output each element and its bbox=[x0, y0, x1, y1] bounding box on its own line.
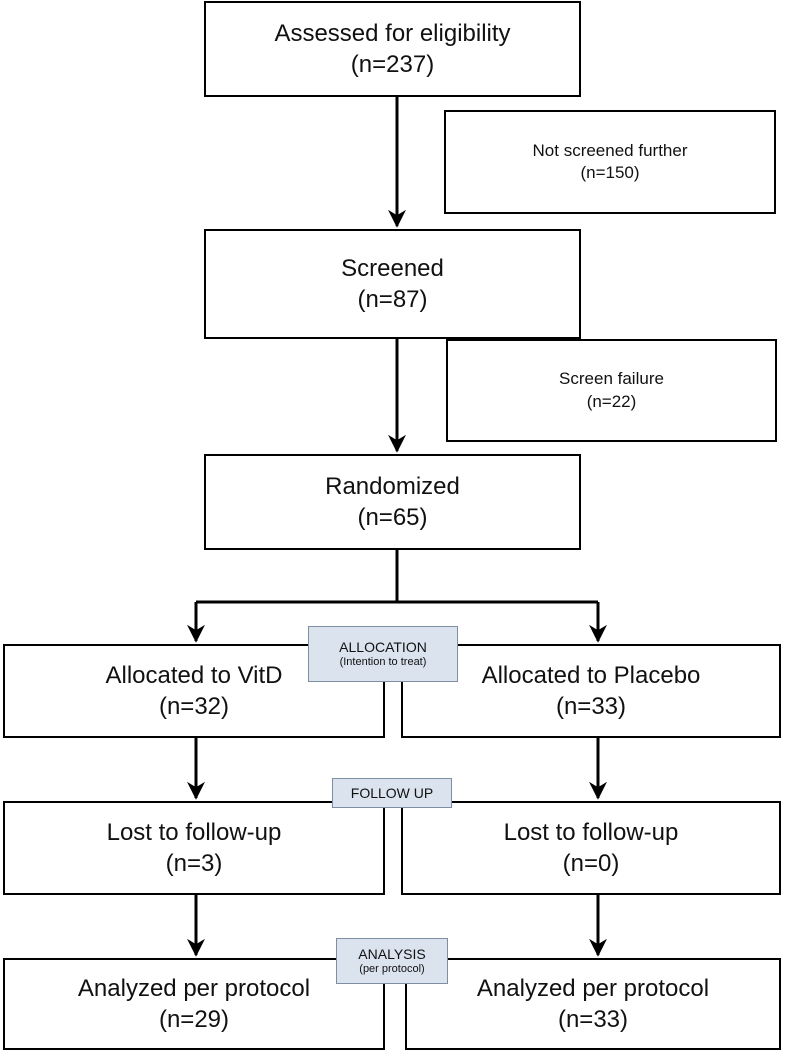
box-lost-follow-up-placebo: Lost to follow-up (n=0) bbox=[401, 801, 781, 895]
box-line-2: (n=87) bbox=[357, 286, 428, 313]
stage-label-sub: (per protocol) bbox=[359, 962, 425, 975]
box-line-1: Allocated to VitD bbox=[105, 661, 283, 689]
box-line-1: Randomized bbox=[325, 472, 460, 500]
box-line-1: Analyzed per protocol bbox=[77, 974, 311, 1002]
box-line-1: Allocated to Placebo bbox=[481, 661, 701, 689]
box-randomized: Randomized (n=65) bbox=[204, 454, 581, 550]
box-assessed-for-eligibility: Assessed for eligibility (n=237) bbox=[204, 1, 581, 97]
stage-label-main: ALLOCATION bbox=[339, 639, 427, 655]
box-line-2: (n=33) bbox=[557, 1006, 629, 1033]
box-line-2: (n=33) bbox=[555, 693, 627, 720]
box-line-2: (n=3) bbox=[165, 850, 223, 877]
box-line-1: Assessed for eligibility bbox=[274, 19, 511, 47]
stage-label-main: FOLLOW UP bbox=[350, 784, 434, 801]
box-screened: Screened (n=87) bbox=[204, 229, 581, 339]
box-line-2: (n=237) bbox=[350, 51, 435, 78]
box-line-2: (n=32) bbox=[158, 693, 230, 720]
stage-label-allocation: ALLOCATION (Intention to treat) bbox=[308, 626, 458, 682]
stage-label-follow-up: FOLLOW UP bbox=[332, 778, 452, 808]
box-screen-failure: Screen failure (n=22) bbox=[446, 339, 777, 442]
box-not-screened-further: Not screened further (n=150) bbox=[444, 110, 776, 214]
box-line-1: Screened bbox=[341, 254, 444, 282]
box-analyzed-vitd: Analyzed per protocol (n=29) bbox=[3, 958, 385, 1050]
box-line-2: (n=150) bbox=[580, 163, 640, 182]
box-line-2: (n=65) bbox=[357, 504, 428, 531]
box-lost-follow-up-vitd: Lost to follow-up (n=3) bbox=[3, 801, 385, 895]
box-line-1: Analyzed per protocol bbox=[476, 974, 710, 1002]
box-line-2: (n=29) bbox=[158, 1006, 230, 1033]
box-line-1: Lost to follow-up bbox=[106, 818, 282, 846]
box-line-1: Not screened further bbox=[532, 140, 688, 160]
box-line-1: Lost to follow-up bbox=[503, 818, 679, 846]
stage-label-analysis: ANALYSIS (per protocol) bbox=[336, 938, 448, 984]
stage-label-sub: (Intention to treat) bbox=[339, 655, 427, 668]
box-allocated-placebo: Allocated to Placebo (n=33) bbox=[401, 644, 781, 738]
box-analyzed-placebo: Analyzed per protocol (n=33) bbox=[405, 958, 781, 1050]
box-line-2: (n=22) bbox=[586, 391, 637, 411]
box-line-2: (n=0) bbox=[562, 850, 620, 877]
stage-label-main: ANALYSIS bbox=[358, 946, 426, 962]
box-line-1: Screen failure bbox=[559, 369, 664, 389]
